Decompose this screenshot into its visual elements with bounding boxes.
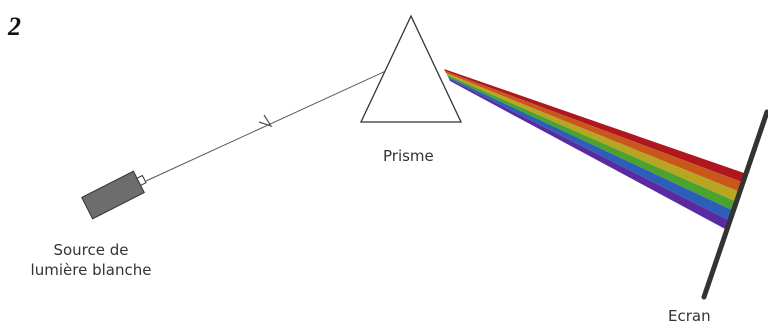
orange-beam [445,71,742,192]
screen-label: Ecran [668,306,711,326]
blue-beam [448,77,734,221]
light-source-label: Source de lumière blanche [26,240,156,280]
light-source [82,168,150,218]
yellow-beam [446,73,740,202]
incident-ray [146,70,388,181]
red-beam [444,69,744,182]
light-source-label-line2: lumière blanche [26,260,156,280]
figure-number: 2 [8,14,21,40]
light-source-label-line1: Source de [26,240,156,260]
prism-label: Prisme [383,146,434,166]
prism [361,16,461,122]
spectrum-beams [444,69,744,230]
light-source-body [82,171,145,219]
green-beam [447,75,737,211]
